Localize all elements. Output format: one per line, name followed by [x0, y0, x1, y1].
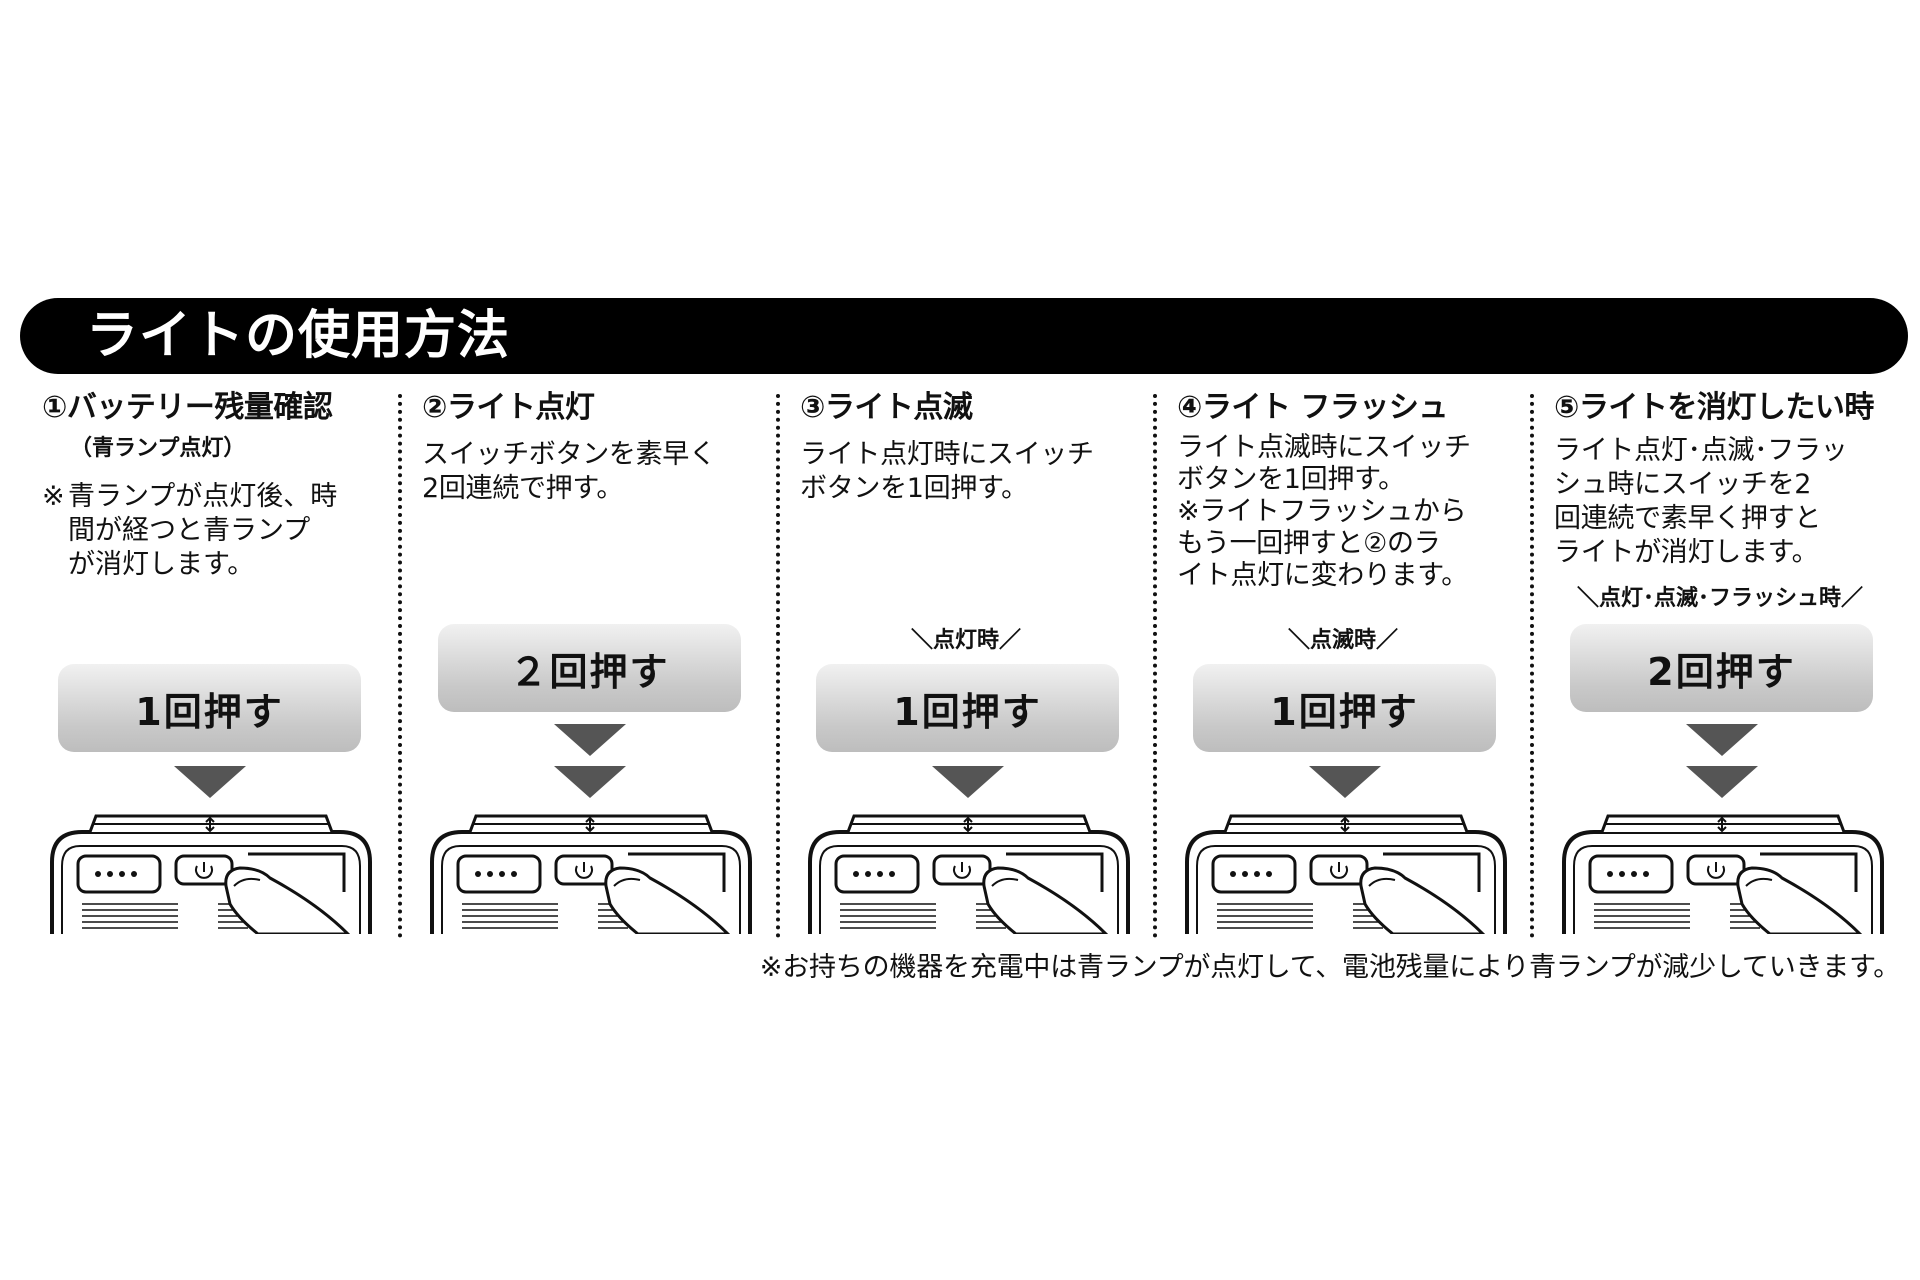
step-title: ⑤ライトを消灯したい時 [1554, 390, 1874, 425]
note-text: 青ランプが点灯後、時 間が経つと青ランプ が消灯します。 [68, 481, 338, 580]
charging-device-icon [808, 814, 1130, 934]
press-twice-button[interactable]: 2回押す [1570, 624, 1873, 712]
step-title: ③ライト点滅 [800, 390, 973, 425]
charging-device-icon [50, 814, 372, 934]
charging-device-icon [1185, 814, 1507, 934]
finger-icon [224, 866, 351, 934]
dotted-divider [1153, 394, 1157, 938]
timing-label: ＼点灯･点滅･フラッシュ時／ [1576, 586, 1863, 611]
down-arrow-icon [554, 724, 626, 756]
step-title: ①バッテリー残量確認 [42, 390, 333, 425]
step-title: ④ライト フラッシュ [1177, 390, 1448, 425]
press-once-button[interactable]: 1回押す [816, 664, 1119, 752]
down-arrow-icon [1686, 766, 1758, 798]
step-title: ②ライト点灯 [422, 390, 595, 425]
step-subtitle: （青ランプ点灯） [70, 436, 246, 461]
press-once-button[interactable]: 1回押す [58, 664, 361, 752]
press-once-button[interactable]: 1回押す [1193, 664, 1496, 752]
charging-device-icon [430, 814, 752, 934]
dotted-divider [398, 394, 402, 938]
step-description: ライト点滅時にスイッチ ボタンを1回押す。 ※ライトフラッシュから もう一回押す… [1177, 432, 1471, 591]
down-arrow-icon [1309, 766, 1381, 798]
down-arrow-icon [554, 766, 626, 798]
footnote: ※お持ちの機器を充電中は青ランプが点灯して、電池残量により青ランプが減少していき… [759, 952, 1900, 983]
charging-device-icon [1562, 814, 1884, 934]
down-arrow-icon [932, 766, 1004, 798]
step-column-battery-check: ①バッテリー残量確認 （青ランプ点灯） ※ 青ランプが点灯後、時 間が経つと青ラ… [38, 388, 378, 940]
step-column-light-on: ②ライト点灯 スイッチボタンを素早く 2回連続で押す。 ２回押す [418, 388, 758, 940]
step-column-light-blink: ③ライト点滅 ライト点灯時にスイッチ ボタンを1回押す。 ＼点灯時／ 1回押す [796, 388, 1136, 940]
step-description: ライト点灯･点滅･フラッ シュ時にスイッチを2 回連続で素早く押すと ライトが消… [1554, 435, 1848, 568]
step-column-light-flash: ④ライト フラッシュ ライト点滅時にスイッチ ボタンを1回押す。 ※ライトフラッ… [1173, 388, 1513, 940]
dotted-divider [1530, 394, 1534, 938]
step-column-light-off: ⑤ライトを消灯したい時 ライト点灯･点滅･フラッ シュ時にスイッチを2 回連続で… [1550, 388, 1890, 940]
step-description: スイッチボタンを素早く 2回連続で押す。 [422, 439, 716, 504]
note-mark: ※ [42, 481, 65, 512]
timing-label: ＼点灯時／ [910, 628, 1021, 653]
step-description: ライト点灯時にスイッチ ボタンを1回押す。 [800, 439, 1094, 504]
down-arrow-icon [1686, 724, 1758, 756]
dotted-divider [776, 394, 780, 938]
page-title: ライトの使用方法 [86, 306, 511, 366]
section-banner: ライトの使用方法 [20, 298, 1908, 374]
down-arrow-icon [174, 766, 246, 798]
press-twice-button[interactable]: ２回押す [438, 624, 741, 712]
timing-label: ＼点滅時／ [1287, 628, 1398, 653]
